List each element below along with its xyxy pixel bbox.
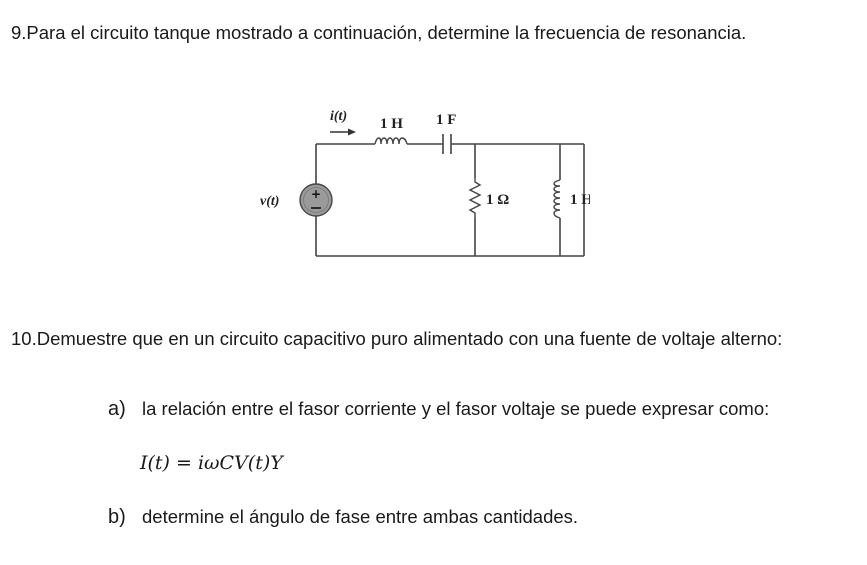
question-10-text: 10.Demuestre que en un circuito capaciti…: [11, 328, 783, 349]
formula: I(t) = iωCV(t)Y: [140, 452, 283, 474]
question-9-text: 9.Para el circuito tanque mostrado a con…: [11, 22, 747, 43]
voltage-source-icon: +: [299, 183, 333, 217]
circuit-wires: [315, 143, 585, 257]
current-label: i(t): [330, 109, 347, 124]
item-b-label: b): [108, 506, 126, 528]
item-a: a) la relación entre el fasor corriente y…: [108, 398, 769, 421]
source-label: v(t): [260, 194, 279, 209]
resistor-icon: [468, 178, 482, 218]
capacitor-label: 1 F: [436, 112, 456, 128]
inductor-1-label: 1 H: [380, 116, 403, 132]
inductor-2-icon: [553, 179, 561, 219]
item-a-text: la relación entre el fasor corriente y e…: [142, 398, 770, 419]
item-a-label: a): [108, 398, 126, 420]
inductor-2-label: 1 H: [570, 192, 590, 208]
svg-text:+: +: [311, 187, 321, 201]
item-b: b) determine el ángulo de fase entre amba…: [108, 506, 578, 529]
resistor-label: 1 Ω: [486, 192, 509, 208]
current-arrow-icon: [330, 128, 356, 136]
capacitor-icon: [442, 134, 452, 154]
item-b-text: determine el ángulo de fase entre ambas …: [142, 506, 579, 527]
inductor-1-icon: [374, 137, 408, 145]
tank-circuit-diagram: i(t) 1 H 1 F + v(t) 1 Ω 1 H: [260, 109, 590, 257]
